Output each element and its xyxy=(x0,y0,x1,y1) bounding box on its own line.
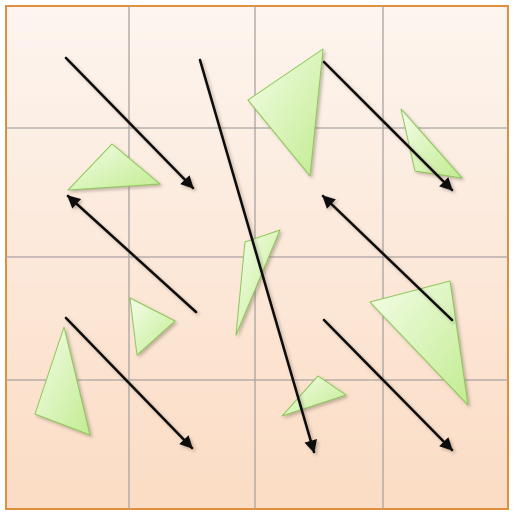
triangle-shape xyxy=(129,297,176,356)
triangle-shape xyxy=(247,48,324,177)
arrow-connector xyxy=(66,194,198,314)
triangle-shape xyxy=(281,375,347,417)
arrow-connector xyxy=(322,318,454,452)
arrow-connector xyxy=(64,56,195,190)
arrow-connector xyxy=(322,60,454,192)
arrow-connector xyxy=(321,194,454,322)
triangle-shape xyxy=(400,108,463,179)
triangle-shape xyxy=(235,229,281,336)
arrow-connector xyxy=(64,316,194,450)
arrows-group xyxy=(56,56,459,454)
triangle-shape xyxy=(67,143,161,191)
arrow-connector xyxy=(198,58,317,454)
